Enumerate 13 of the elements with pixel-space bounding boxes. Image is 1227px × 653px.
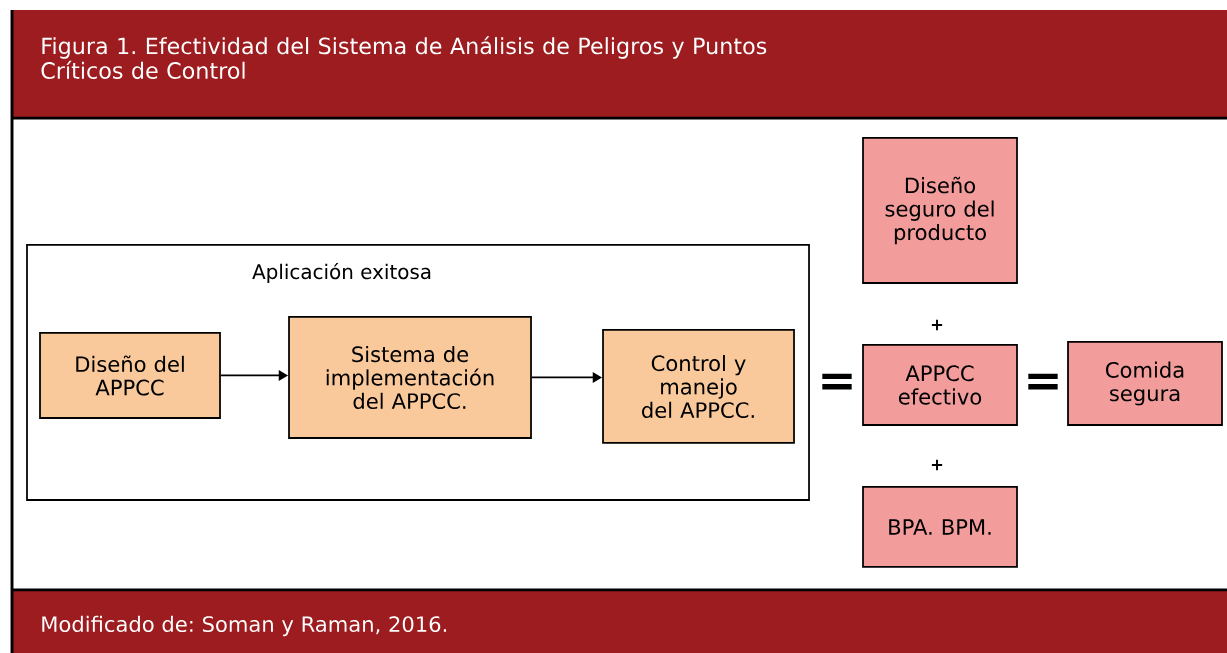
operator-sign: + — [931, 319, 943, 331]
process-box: Comida segura — [1067, 341, 1223, 426]
operator-sign: + — [931, 459, 943, 471]
operator-sign: = — [822, 373, 852, 390]
process-box: Diseño seguro del producto — [862, 137, 1018, 284]
process-box: Diseño del APPCC — [39, 332, 221, 419]
caption-band: Modificado de: Soman y Raman, 2016. — [12, 590, 1227, 653]
process-box: BPA. BPM. — [862, 486, 1018, 568]
title-band: Figura 1. Efectividad del Sistema de Análisis de Peligros y Puntos Críticos de Control — [12, 10, 1227, 118]
process-box: APPCC efectivo — [862, 344, 1018, 426]
process-box: Sistema de implementación del APPCC. — [288, 316, 532, 439]
process-box: Control y manejo del APPCC. — [602, 329, 795, 444]
operator-sign: = — [1028, 373, 1058, 390]
